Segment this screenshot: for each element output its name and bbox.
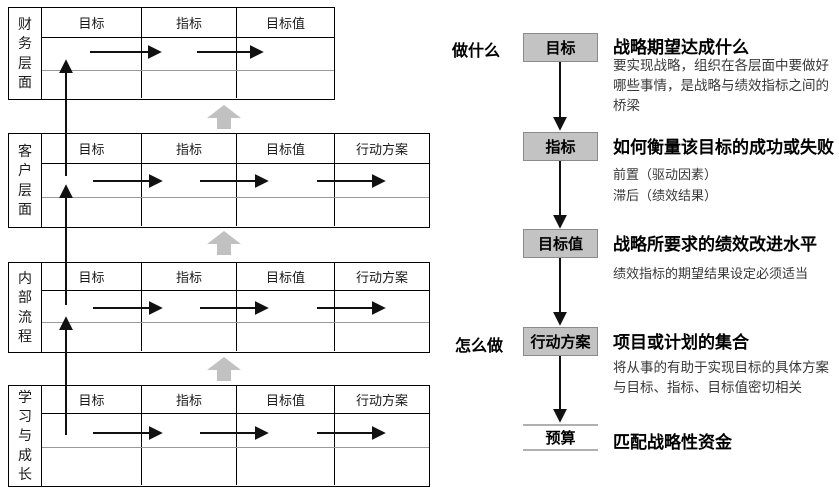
column-header: 目标: [78, 16, 105, 31]
table-cell: [141, 291, 236, 322]
table-internal-process: 内部流程 目标 指标 目标值 行动方案: [8, 262, 430, 353]
row-label-text: 客户层面: [18, 142, 32, 217]
table-row: [42, 322, 429, 351]
row-label-text: 学习与成长: [18, 388, 32, 482]
flow-desc-lagging: 滞后（绩效结果）: [613, 188, 718, 203]
table-cell: [334, 323, 429, 351]
table-cell: [334, 164, 429, 197]
table-header-row: 目标 指标 目标值: [42, 8, 334, 37]
flow-title-budget: 匹配战略性资金: [613, 433, 732, 452]
table-header-row: 目标 指标 目标值 行动方案: [42, 386, 429, 413]
column-header: 目标值: [236, 263, 334, 290]
table-cell: [236, 198, 334, 226]
table-cell: [42, 323, 141, 351]
column-header: 指标: [141, 8, 236, 37]
table-row: [42, 70, 334, 98]
table-cell: [141, 323, 236, 351]
column-header: 目标: [78, 270, 105, 285]
table-cell: [236, 323, 334, 351]
table-internal-label: 内部流程: [9, 263, 42, 352]
column-header: 行动方案: [334, 134, 429, 163]
flow-title-goal: 战略期望达成什么: [613, 38, 749, 57]
stage-label-what: 做什么: [452, 43, 501, 60]
table-cell: [42, 291, 141, 322]
table-cell: [236, 164, 334, 197]
table-cell: [42, 164, 141, 197]
table-cell: [141, 38, 236, 70]
row-label-text: 内部流程: [18, 269, 32, 344]
table-row: [42, 447, 429, 485]
table-learning-label: 学习与成长: [9, 386, 42, 486]
table-cell: [42, 414, 141, 447]
table-cell: [334, 291, 429, 322]
table-cell: [236, 291, 334, 322]
flow-node-indicator: 指标: [523, 132, 598, 161]
column-header: 目标值: [236, 134, 334, 163]
table-cell: [42, 71, 141, 98]
column-header: 目标值: [236, 386, 334, 413]
right-arrow-icon: [90, 45, 386, 440]
flow-title-target: 战略所要求的绩效改进水平: [613, 235, 817, 254]
table-customer-label: 客户层面: [9, 134, 42, 227]
table-cell: [334, 414, 429, 447]
stage-label-how: 怎么做: [455, 338, 504, 355]
column-header: 指标: [141, 134, 236, 163]
table-cell: [334, 448, 429, 485]
flow-desc-target: 绩效指标的期望结果设定必须适当: [613, 266, 809, 281]
table-row: [42, 37, 334, 70]
flow-node-action: 行动方案: [523, 327, 598, 356]
column-header: 指标: [141, 263, 236, 290]
table-cell: [236, 448, 334, 485]
table-cell: [42, 38, 141, 70]
row-label-text: 财务层面: [18, 15, 32, 90]
table-cell: [141, 71, 236, 98]
table-row: [42, 290, 429, 322]
table-learning-growth: 学习与成长 目标 指标 目标值 行动方案: [8, 385, 430, 487]
table-header-row: 目标 指标 目标值 行动方案: [42, 263, 429, 290]
table-customer: 客户层面 目标 指标 目标值 行动方案: [8, 133, 430, 228]
flow-desc-action: 将从事的有助于实现目标的具体方案与目标、指标、目标值密切相关: [613, 360, 829, 395]
table-cell: [141, 414, 236, 447]
table-financial-label: 财务层面: [9, 8, 42, 99]
table-cell: [141, 164, 236, 197]
table-cell: [334, 198, 429, 226]
table-cell: [141, 198, 236, 226]
column-header: 目标: [78, 142, 105, 157]
table-cell: [42, 198, 141, 226]
column-header: 行动方案: [334, 263, 429, 290]
column-header: 指标: [141, 386, 236, 413]
table-cell: [236, 71, 334, 98]
table-header-row: 目标 指标 目标值 行动方案: [42, 134, 429, 163]
flow-node-target: 目标值: [523, 229, 598, 258]
flow-desc-goal: 要实现战略，组织在各层面中要做好哪些事情，是战略与绩效指标之间的桥梁: [613, 58, 829, 113]
column-header: 行动方案: [334, 386, 429, 413]
flow-title-action: 项目或计划的集合: [613, 333, 749, 352]
table-cell: [141, 448, 236, 485]
column-header: 目标值: [236, 8, 334, 37]
table-cell: [236, 414, 334, 447]
flow-title-indicator: 如何衡量该目标的成功或失败: [613, 138, 834, 157]
table-row: [42, 163, 429, 197]
column-header: 目标: [78, 393, 105, 408]
table-cell: [236, 38, 334, 70]
flow-node-goal: 目标: [523, 33, 598, 62]
table-financial: 财务层面 目标 指标 目标值: [8, 7, 335, 100]
flow-desc-leading: 前置（驱动因素）: [613, 167, 718, 182]
flow-node-budget: 预算: [523, 424, 598, 451]
table-row: [42, 197, 429, 226]
table-cell: [42, 448, 141, 485]
table-row: [42, 413, 429, 447]
